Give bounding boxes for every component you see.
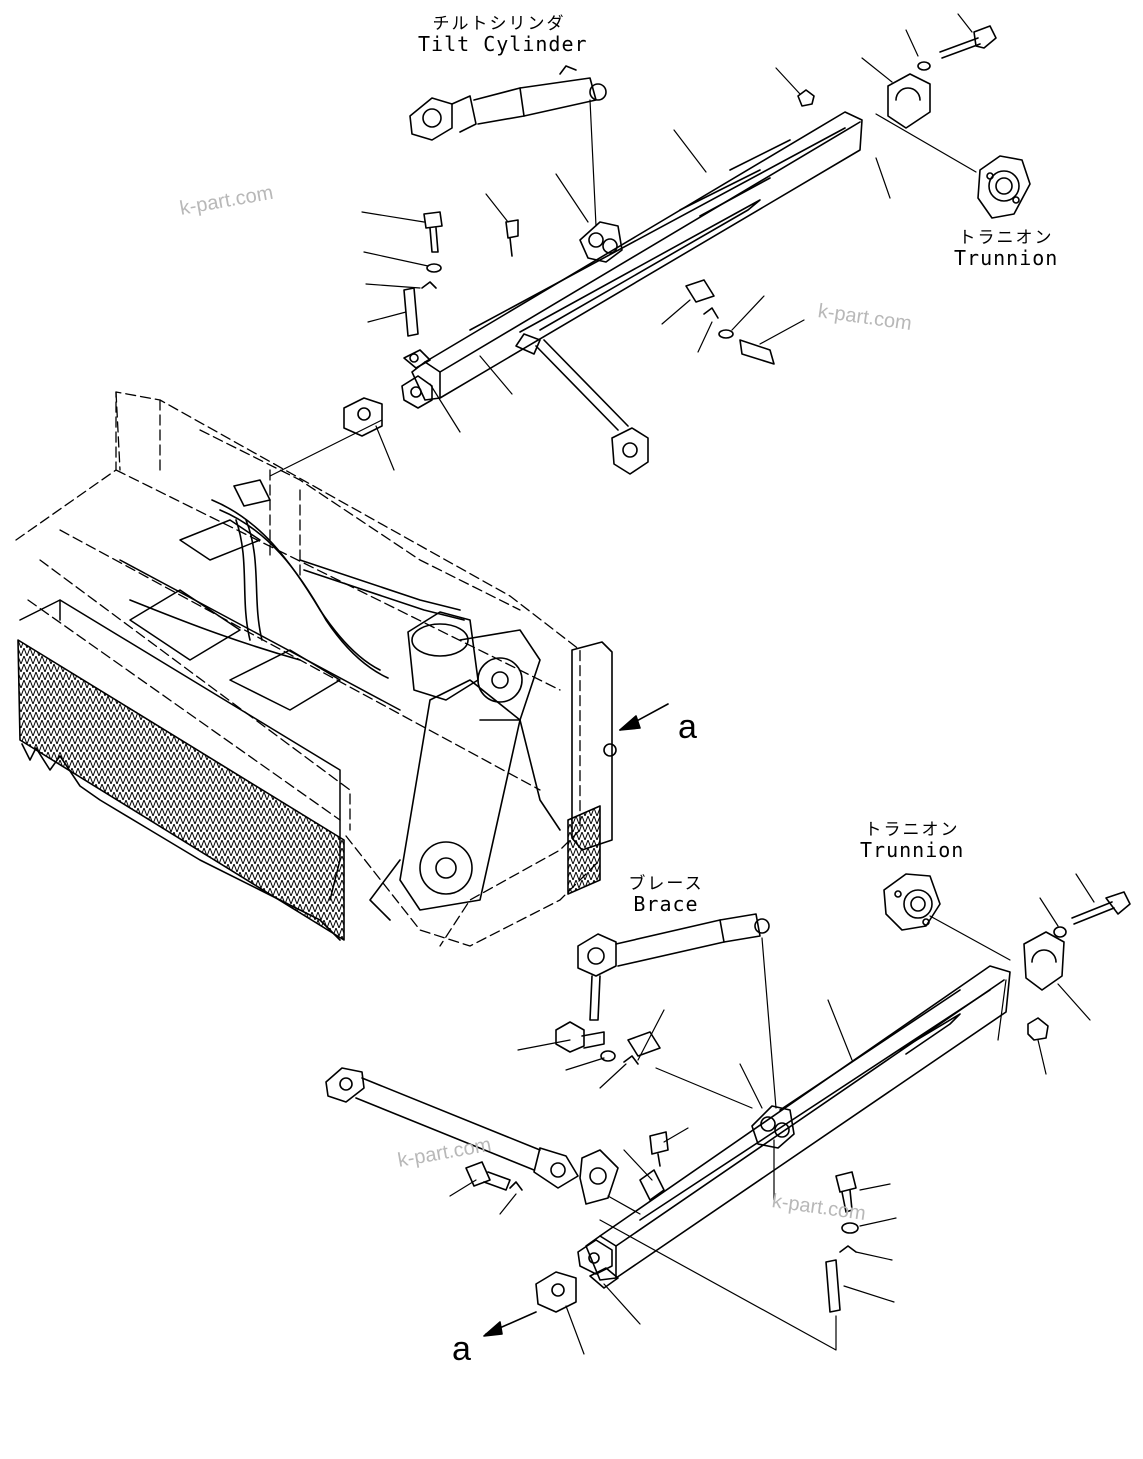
top-brace-rod bbox=[515, 333, 649, 475]
top-grease-fitting bbox=[505, 219, 519, 257]
bottom-steering-rod bbox=[325, 1067, 619, 1205]
bottom-brace bbox=[577, 913, 770, 1021]
top-nut bbox=[797, 89, 815, 107]
top-spacer-block bbox=[343, 397, 383, 437]
tilt-cylinder-label-jp: チルトシリンダ bbox=[432, 14, 566, 34]
screen-mesh-right bbox=[567, 805, 601, 895]
view-arrow-right bbox=[619, 703, 669, 731]
trunnion-top-label-en: Trunnion bbox=[954, 245, 1059, 270]
top-tilt-frame bbox=[411, 111, 863, 401]
top-pin-right bbox=[685, 279, 775, 365]
trunnion-bottom-label: トラニオン Trunnion bbox=[860, 820, 965, 862]
machine-chain-case bbox=[369, 679, 561, 921]
brace-label-jp: ブレース bbox=[628, 874, 704, 894]
trunnion-top-label-jp: トラニオン bbox=[958, 228, 1054, 248]
brace-label-en: Brace bbox=[633, 891, 699, 916]
bottom-clevis-bracket bbox=[751, 1105, 795, 1149]
bottom-leader-lines bbox=[449, 873, 1095, 1355]
top-leader-lines bbox=[269, 13, 977, 477]
top-bolt-right bbox=[917, 25, 997, 71]
bottom-nut bbox=[1027, 1017, 1049, 1041]
screen-mesh-left bbox=[17, 639, 345, 941]
bottom-right-bolt-stack bbox=[825, 1171, 859, 1313]
top-left-bolt-stack bbox=[403, 211, 443, 337]
top-clevis-bracket bbox=[579, 221, 623, 263]
trunnion-bottom-label-en: Trunnion bbox=[860, 837, 965, 862]
bottom-left-bolt-stack bbox=[555, 1021, 661, 1065]
machine-hoses bbox=[129, 479, 465, 679]
bottom-cap-bracket bbox=[1023, 931, 1065, 991]
bottom-small-bolt bbox=[465, 1161, 523, 1191]
tilt-cylinder-label: チルトシリンダ Tilt Cylinder bbox=[418, 14, 588, 56]
machine-motor bbox=[407, 611, 541, 721]
bottom-tilt-frame bbox=[585, 965, 1011, 1281]
bottom-bolt-right bbox=[1053, 891, 1131, 938]
top-frame-end-fork bbox=[401, 349, 433, 409]
view-arrow-bottom bbox=[483, 1311, 537, 1337]
top-cap-bracket bbox=[887, 73, 931, 129]
brace-label: ブレース Brace bbox=[626, 874, 706, 916]
view-ref-right: a bbox=[678, 708, 697, 746]
tilt-cylinder-label-en: Tilt Cylinder bbox=[418, 31, 588, 56]
bottom-frame-end-fork bbox=[577, 1239, 619, 1289]
bottom-grease-fitting bbox=[649, 1131, 669, 1167]
trunnion-top-label: トラニオン Trunnion bbox=[954, 228, 1059, 270]
bottom-trunnion bbox=[883, 873, 941, 931]
view-ref-bottom: a bbox=[452, 1330, 471, 1368]
top-tilt-cylinder bbox=[409, 65, 607, 141]
bottom-spacer-block bbox=[535, 1271, 577, 1313]
trunnion-bottom-label-jp: トラニオン bbox=[864, 820, 960, 840]
top-trunnion bbox=[977, 155, 1031, 219]
